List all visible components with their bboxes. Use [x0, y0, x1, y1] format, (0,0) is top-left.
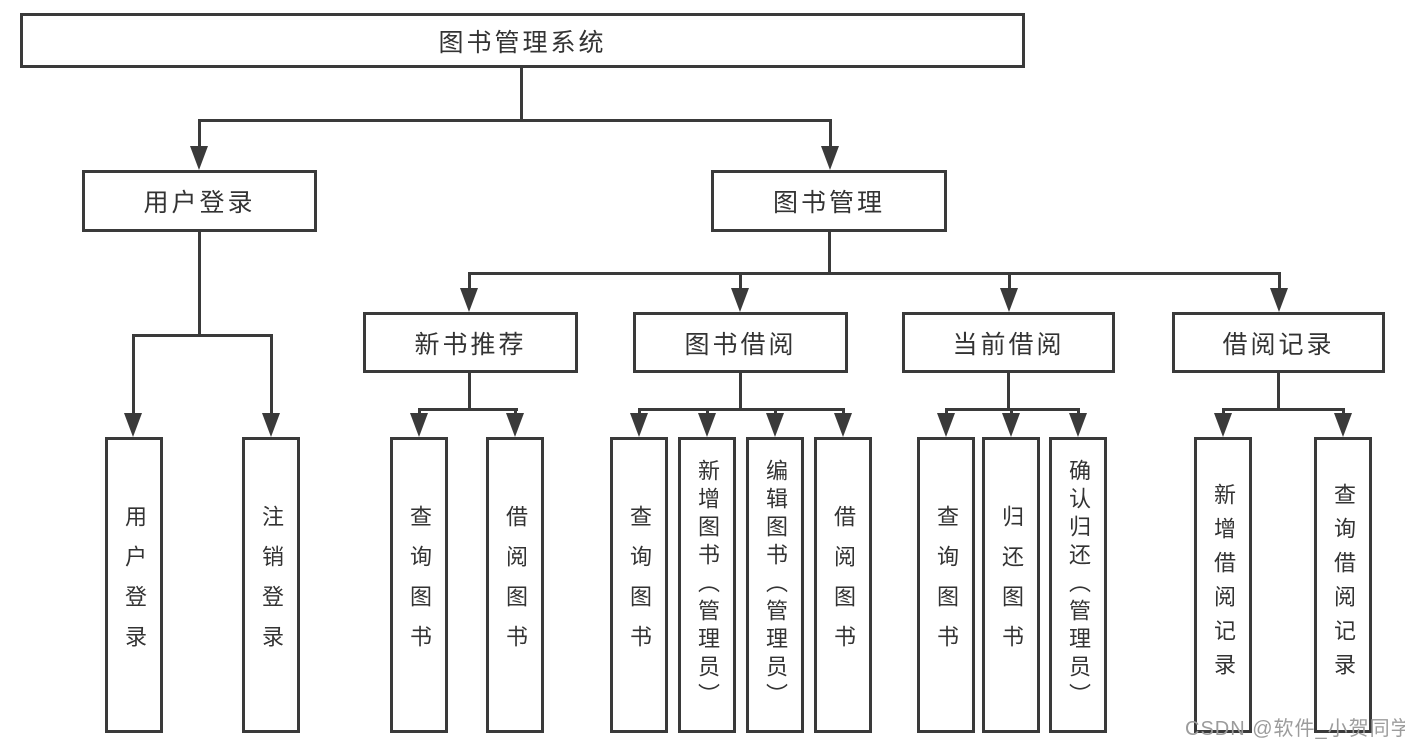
node-book-borrow-label: 图书借阅 — [684, 330, 797, 359]
arrowhead-down-icon — [410, 413, 428, 437]
leaf-record-add-label: 新增借阅记录 — [1211, 483, 1236, 687]
node-user-login: 用户登录 — [82, 170, 317, 232]
connector-line — [945, 408, 948, 416]
connector-line — [739, 272, 742, 292]
arrowhead-down-icon — [1002, 413, 1020, 437]
leaf-borrow-add-label: 新增图书（管理员） — [695, 459, 720, 711]
leaf-newbook-borrow-label: 借阅图书 — [503, 505, 528, 665]
node-borrow-record: 借阅记录 — [1172, 312, 1385, 373]
connector-line — [1007, 373, 1010, 411]
connector-line — [638, 408, 641, 416]
connector-line — [198, 119, 201, 151]
connector-line — [1010, 408, 1013, 416]
connector-line — [132, 334, 273, 337]
node-borrow-record-label: 借阅记录 — [1222, 330, 1335, 359]
leaf-record-add: 新增借阅记录 — [1194, 437, 1252, 733]
connector-line — [1222, 408, 1345, 411]
leaf-borrow-query: 查询图书 — [610, 437, 668, 733]
connector-line — [198, 232, 201, 336]
connector-line — [1342, 408, 1345, 416]
connector-line — [829, 119, 832, 151]
leaf-logout: 注销登录 — [242, 437, 300, 733]
arrowhead-down-icon — [630, 413, 648, 437]
leaf-current-confirm: 确认归还（管理员） — [1049, 437, 1107, 733]
connector-line — [418, 408, 421, 416]
leaf-borrow-query-label: 查询图书 — [627, 505, 652, 665]
connector-line — [1077, 408, 1080, 416]
connector-line — [739, 373, 742, 411]
leaf-current-return: 归还图书 — [982, 437, 1040, 733]
leaf-borrow-edit: 编辑图书（管理员） — [746, 437, 804, 733]
node-new-book-label: 新书推荐 — [414, 330, 527, 359]
connector-line — [828, 232, 831, 275]
connector-line — [198, 119, 832, 122]
arrowhead-down-icon — [506, 413, 524, 437]
leaf-current-return-label: 归还图书 — [999, 505, 1024, 665]
leaf-newbook-query: 查询图书 — [390, 437, 448, 733]
leaf-user-login-label: 用户登录 — [122, 505, 147, 665]
node-book-mgmt: 图书管理 — [711, 170, 947, 232]
node-book-borrow: 图书借阅 — [633, 312, 848, 373]
arrowhead-down-icon — [1334, 413, 1352, 437]
arrowhead-down-icon — [937, 413, 955, 437]
leaf-borrow-edit-label: 编辑图书（管理员） — [763, 459, 788, 711]
connector-line — [520, 68, 523, 121]
leaf-record-query-label: 查询借阅记录 — [1331, 483, 1356, 687]
leaf-logout-label: 注销登录 — [259, 505, 284, 665]
arrowhead-down-icon — [1000, 288, 1018, 312]
connector-line — [468, 272, 1281, 275]
arrowhead-down-icon — [698, 413, 716, 437]
arrowhead-down-icon — [834, 413, 852, 437]
arrowhead-down-icon — [731, 288, 749, 312]
leaf-newbook-borrow: 借阅图书 — [486, 437, 544, 733]
connector-line — [1008, 272, 1011, 292]
arrowhead-down-icon — [190, 146, 208, 170]
connector-line — [1278, 272, 1281, 292]
arrowhead-down-icon — [262, 413, 280, 437]
leaf-borrow-book-label: 借阅图书 — [831, 505, 856, 665]
node-current-borrow-label: 当前借阅 — [952, 330, 1065, 359]
leaf-newbook-query-label: 查询图书 — [407, 505, 432, 665]
leaf-user-login: 用户登录 — [105, 437, 163, 733]
connector-line — [270, 334, 273, 416]
node-current-borrow: 当前借阅 — [902, 312, 1115, 373]
leaf-borrow-book: 借阅图书 — [814, 437, 872, 733]
node-root: 图书管理系统 — [20, 13, 1025, 68]
arrowhead-down-icon — [821, 146, 839, 170]
node-root-label: 图书管理系统 — [438, 28, 607, 57]
connector-line — [706, 408, 709, 416]
connector-line — [418, 408, 518, 411]
node-book-mgmt-label: 图书管理 — [772, 189, 885, 217]
connector-line — [774, 408, 777, 416]
leaf-current-query: 查询图书 — [917, 437, 975, 733]
arrowhead-down-icon — [1214, 413, 1232, 437]
connector-line — [468, 373, 471, 411]
connector-line — [842, 408, 845, 416]
leaf-record-query: 查询借阅记录 — [1314, 437, 1372, 733]
connector-line — [1277, 373, 1280, 411]
arrowhead-down-icon — [1270, 288, 1288, 312]
leaf-current-confirm-label: 确认归还（管理员） — [1066, 459, 1091, 711]
node-user-login-label: 用户登录 — [143, 189, 256, 217]
arrowhead-down-icon — [124, 413, 142, 437]
arrowhead-down-icon — [460, 288, 478, 312]
leaf-borrow-add: 新增图书（管理员） — [678, 437, 736, 733]
leaf-current-query-label: 查询图书 — [934, 505, 959, 665]
connector-line — [468, 272, 471, 292]
connector-line — [514, 408, 517, 416]
csdn-watermark: CSDN @软件_小贺同学 — [1185, 718, 1405, 740]
connector-line — [638, 408, 845, 411]
arrowhead-down-icon — [766, 413, 784, 437]
connector-line — [132, 334, 135, 416]
node-new-book: 新书推荐 — [363, 312, 578, 373]
connector-line — [1222, 408, 1225, 416]
arrowhead-down-icon — [1069, 413, 1087, 437]
